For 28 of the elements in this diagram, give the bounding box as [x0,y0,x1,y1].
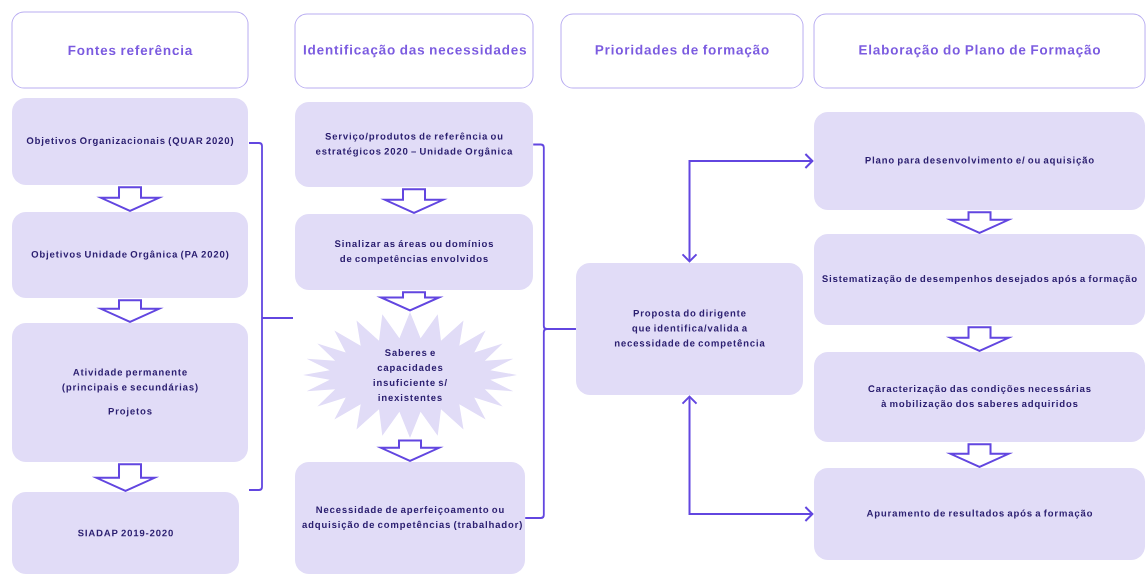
process-box: Sinalizar as áreas ou domínios de competências envolvidos [295,214,533,290]
process-box: Objetivos Unidade Orgânica (PA 2020) [12,212,248,298]
block-arrow [376,439,444,462]
block-arrow [945,443,1014,468]
block-arrow [945,326,1014,352]
process-box: Necessidade de aperfeiçoamento ou adquisição de competências (trabalhador) [295,462,525,574]
header-box: Elaboração do Plano de Formação [813,13,1146,89]
block-arrow [91,463,160,492]
process-box: Apuramento de resultados após a formação [814,468,1145,560]
process-box: Objetivos Organizacionais (QUAR 2020) [12,98,248,185]
process-box: Serviço/produtos de referência ou estratégicos 2020 – Unidade Orgânica [295,102,533,187]
header-box: Fontes referência [11,11,249,89]
bracket-line [524,328,577,519]
connector-arrow [681,395,814,522]
header-box: Identificação das necessidades [294,13,534,89]
connector-arrow [681,153,814,263]
header-box: Prioridades de formação [560,13,804,89]
process-box: Atividade permanente (principais e secundárias) Projetos [12,323,248,462]
block-arrow [945,211,1014,234]
block-arrow [96,186,164,212]
block-arrow [96,299,164,323]
block-arrow [380,188,448,214]
process-box: Proposta do dirigente que identifica/valida a necessidade de competência [576,263,803,395]
process-box: Caracterização das condições necessárias à mobilização dos saberes adquiridos [814,352,1145,442]
process-box: Plano para desenvolvimento e/ ou aquisição [814,112,1145,210]
process-box: SIADAP 2019-2020 [12,492,239,574]
block-arrow [376,291,444,312]
process-box: Sistematização de desempenhos desejados após a formação [814,234,1145,325]
